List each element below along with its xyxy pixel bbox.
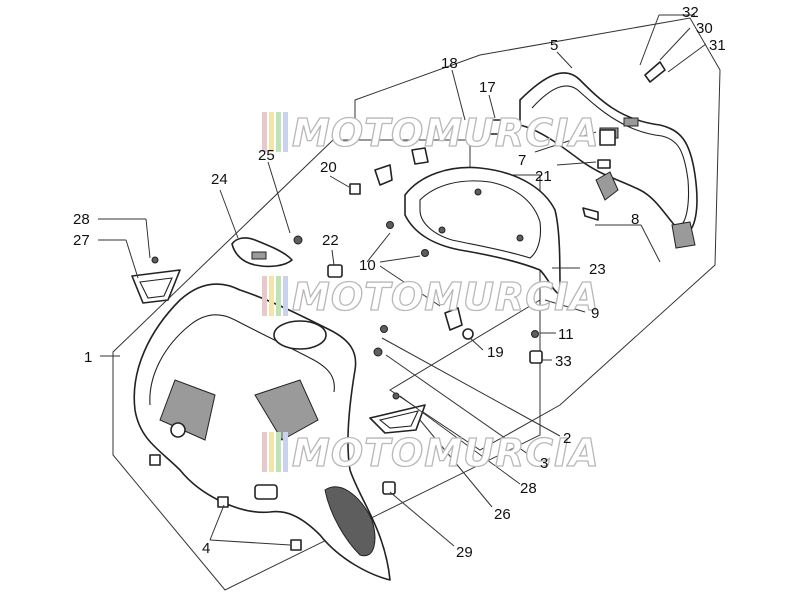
inner-panel-part: [404, 166, 561, 296]
callout-30: 30: [696, 20, 713, 37]
callout-22: 22: [322, 232, 339, 249]
callout-17: 17: [479, 79, 496, 96]
callout-24: 24: [211, 171, 228, 188]
callout-9: 9: [591, 305, 599, 322]
callout-1: 1: [84, 349, 92, 366]
watermark-middle: MOTOMURCIA: [262, 274, 600, 320]
callout-23: 23: [589, 261, 606, 278]
callout-29: 29: [456, 544, 473, 561]
callout-3: 3: [540, 455, 548, 472]
watermark-text: MOTOMURCIA: [292, 275, 600, 319]
callout-26: 26: [494, 506, 511, 523]
assembly-frame-rear: [354, 17, 721, 451]
callout-28-bottom: 28: [520, 480, 537, 497]
callout-labels: 32 30 31 5 18 17 25 7 21 20 24 8 28 27 2…: [73, 4, 726, 561]
callout-19: 19: [487, 344, 504, 361]
callout-11: 11: [558, 326, 574, 343]
bracket-part-8: [582, 207, 599, 221]
watermark-bottom: MOTOMURCIA: [262, 430, 600, 476]
callout-25: 25: [258, 147, 275, 164]
callout-28-top: 28: [73, 211, 90, 228]
watermark-top: MOTOMURCIA: [262, 110, 600, 156]
callout-33: 33: [555, 353, 572, 370]
fastener-group: [149, 61, 666, 551]
callout-8: 8: [631, 211, 639, 228]
tray-part-26: [369, 404, 426, 434]
callout-21: 21: [535, 168, 552, 185]
callout-2: 2: [563, 430, 571, 447]
callout-32: 32: [682, 4, 699, 21]
lid-part-24: [231, 237, 293, 268]
leader-lines: [98, 14, 707, 547]
callout-31: 31: [709, 37, 726, 54]
watermark-text: MOTOMURCIA: [292, 111, 600, 155]
callout-4: 4: [202, 540, 210, 557]
watermark-text: MOTOMURCIA: [292, 431, 600, 475]
watermark-group: MOTOMURCIA MOTOMURCIA MOTOMURCIA: [262, 110, 600, 476]
callout-20: 20: [320, 159, 337, 176]
callout-7: 7: [518, 152, 526, 169]
callout-18: 18: [441, 55, 458, 72]
tray-part-27: [131, 269, 181, 304]
callout-5: 5: [550, 37, 558, 54]
callout-10: 10: [359, 257, 376, 274]
callout-27: 27: [73, 232, 90, 249]
